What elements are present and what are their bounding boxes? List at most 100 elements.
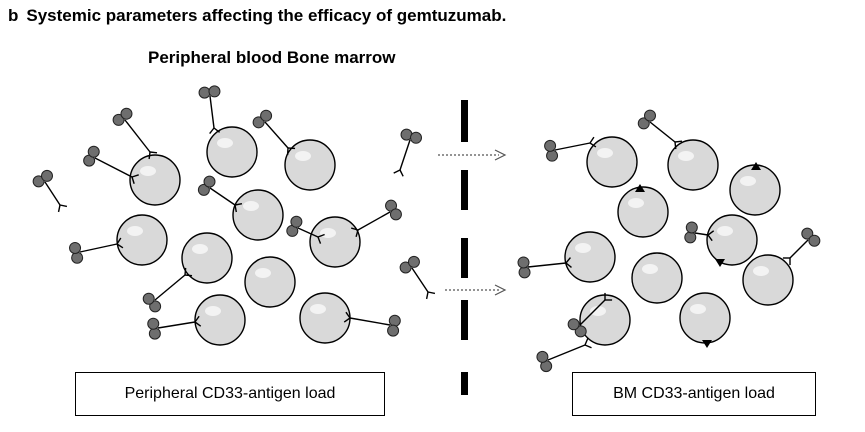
antibody-arm	[565, 257, 571, 264]
flow-arrow-head	[494, 149, 507, 161]
drug-payload	[546, 149, 559, 162]
cell	[284, 139, 336, 191]
cell	[679, 292, 731, 344]
antigen-marker	[702, 340, 712, 348]
drug-payload	[290, 215, 303, 228]
cell-highlight	[217, 138, 233, 148]
antibody-arm	[399, 169, 404, 177]
flow-arrow-head	[494, 284, 507, 296]
drug-payload	[637, 117, 650, 130]
cell-highlight	[690, 304, 706, 314]
antigen-marker	[751, 162, 761, 170]
antibody-arm	[584, 344, 592, 349]
antibody-arm	[343, 317, 351, 323]
drug-payload	[801, 227, 814, 240]
drug-payload	[69, 241, 82, 254]
cell-highlight	[127, 226, 143, 236]
cell-highlight	[575, 243, 591, 253]
antibody-arm	[427, 291, 436, 295]
antibody-arm	[209, 127, 215, 135]
cell-highlight	[590, 306, 606, 316]
drug-payload	[684, 231, 697, 244]
cell	[309, 216, 361, 268]
drug-payload	[517, 256, 530, 269]
drug-payload	[71, 251, 84, 264]
drug-payload	[142, 292, 155, 305]
drug-linker	[297, 227, 319, 238]
cell	[206, 126, 258, 178]
drug-payload	[574, 325, 587, 338]
cell-highlight	[205, 306, 221, 316]
drug-payload	[198, 86, 211, 99]
drug-linker	[547, 344, 586, 361]
drug-payload	[808, 234, 821, 247]
cell	[729, 164, 781, 216]
antibody-arm	[317, 233, 325, 238]
drug-linker	[349, 317, 391, 326]
cell	[706, 214, 758, 266]
drug-payload	[399, 261, 412, 274]
antibody-arm	[116, 243, 124, 249]
antibody-arm	[149, 151, 158, 154]
cell-highlight	[597, 148, 613, 158]
drug-payload	[260, 109, 273, 122]
antibody-arm	[213, 127, 221, 133]
drug-payload	[685, 221, 698, 234]
cell	[244, 256, 296, 308]
drug-linker	[124, 119, 151, 153]
drug-payload	[32, 175, 45, 188]
antibody-arm	[674, 141, 677, 150]
drug-payload	[208, 85, 221, 98]
drug-payload	[387, 324, 400, 337]
cell-highlight	[320, 228, 336, 238]
antibody-arm	[234, 202, 243, 206]
antibody-arm	[589, 142, 597, 148]
drug-payload	[41, 169, 54, 182]
divider-dash	[461, 372, 468, 395]
drug-payload	[536, 350, 549, 363]
cell-highlight	[295, 151, 311, 161]
drug-payload	[197, 183, 210, 196]
drug-payload	[410, 131, 423, 144]
drug-linker	[649, 121, 676, 143]
drug-payload	[518, 266, 531, 279]
cell	[232, 189, 284, 241]
antibody-arm	[355, 229, 359, 237]
drug-linker	[157, 321, 196, 329]
cell-highlight	[140, 166, 156, 176]
cell-highlight	[192, 244, 208, 254]
drug-linker	[554, 142, 591, 151]
drug-payload	[567, 318, 580, 331]
cell	[631, 252, 683, 304]
antibody-arm	[184, 267, 187, 276]
divider-dash	[461, 300, 468, 340]
cell	[742, 254, 794, 306]
antibody-arm	[194, 315, 200, 323]
antibody-arm	[565, 262, 572, 268]
divider-dash	[461, 170, 468, 210]
antibody-arm	[131, 174, 139, 178]
cell-highlight	[243, 201, 259, 211]
cell-highlight	[678, 151, 694, 161]
antibody-arm	[584, 338, 589, 346]
cell-highlight	[255, 268, 271, 278]
antibody-arm	[345, 311, 351, 319]
cell	[617, 186, 669, 238]
drug-payload	[388, 314, 401, 327]
antibody-arm	[674, 140, 683, 143]
antibody-arm	[425, 291, 429, 300]
divider-dash	[461, 100, 468, 142]
drug-linker	[527, 262, 567, 268]
antibody-arm	[59, 204, 68, 208]
drug-payload	[389, 208, 402, 221]
title-text: Systemic parameters affecting the effica…	[26, 6, 507, 25]
drug-linker	[399, 139, 411, 171]
antibody-arm	[184, 274, 193, 277]
antibody-arm	[393, 169, 401, 174]
cell	[564, 231, 616, 283]
antibody-arm	[707, 234, 713, 242]
cell-highlight	[628, 198, 644, 208]
antibody-arm	[317, 236, 322, 244]
